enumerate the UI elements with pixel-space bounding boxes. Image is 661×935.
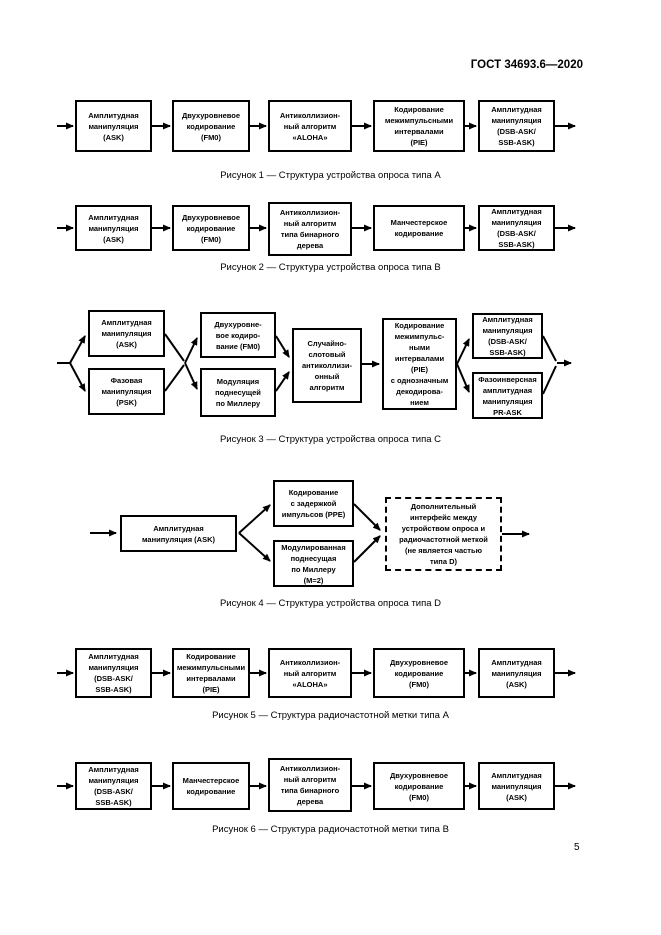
box-interface-dashed: Дополнительный интерфейс между устройств…: [385, 497, 502, 571]
gost-doc-number: ГОСТ 34693.6—2020: [470, 59, 583, 71]
box-fm0: Двухуровне- вое кодиро- вание (FM0): [200, 312, 276, 358]
figure-caption-2: Рисунок 2 — Структура устройства опроса …: [220, 262, 441, 273]
box-ask: Амплитудная манипуляция (ASK): [478, 762, 555, 810]
box-fm0: Двухуровневое кодирование (FM0): [373, 762, 465, 810]
box-dsb-ask: Амплитудная манипуляция (DSB-ASK/ SSB-AS…: [472, 313, 543, 359]
box-aloha: Антиколлизион- ный алгоритм «ALOHA»: [268, 100, 352, 152]
box-miller: Модуляция поднесущей по Миллеру: [200, 368, 276, 417]
box-aloha: Антиколлизион- ный алгоритм «ALOHA»: [268, 648, 352, 698]
box-ask: Амплитудная манипуляция (ASK): [88, 310, 165, 357]
box-pr-ask: Фазоинверсная амплитудная манипуляция PR…: [472, 372, 543, 419]
box-random-slot: Случайно- слотовый антиколлизи- онный ал…: [292, 328, 362, 403]
box-pie: Кодирование межимпульсными интервалами (…: [172, 648, 250, 698]
box-psk: Фазовая манипуляция (PSK): [88, 368, 165, 415]
box-fm0: Двухуровневое кодирование (FM0): [172, 205, 250, 251]
box-pie: Кодирование межимпульсными интервалами (…: [373, 100, 465, 152]
figure-caption-5: Рисунок 5 — Структура радиочастотной мет…: [212, 710, 449, 721]
box-fm0: Двухуровневое кодирование (FM0): [172, 100, 250, 152]
figure-caption-4: Рисунок 4 — Структура устройства опроса …: [219, 598, 442, 609]
box-dsb-ask: Амплитудная манипуляция (DSB-ASK/ SSB-AS…: [75, 762, 152, 810]
box-ask: Амплитудная манипуляция (ASK): [120, 515, 237, 552]
figure-caption-3: Рисунок 3 — Структура устройства опроса …: [219, 434, 442, 445]
box-dsb-ask: Амплитудная манипуляция (DSB-ASK/ SSB-AS…: [478, 100, 555, 152]
box-binary-tree: Антиколлизион- ный алгоритм типа бинарно…: [268, 202, 352, 256]
box-pie-decode: Кодирование межимпульс- ными интервалами…: [382, 318, 457, 410]
box-ppe: Кодирование с задержкой импульсов (PPE): [273, 480, 354, 527]
box-ask: Амплитудная манипуляция (ASK): [75, 100, 152, 152]
box-miller-m2: Модулированная поднесущая по Миллеру (М=…: [273, 540, 354, 587]
box-ask: Амплитудная манипуляция (ASK): [75, 205, 152, 251]
page-number: 5: [574, 842, 580, 853]
box-dsb-ask: Амплитудная манипуляция (DSB-ASK/ SSB-AS…: [478, 205, 555, 251]
box-ask: Амплитудная манипуляция (ASK): [478, 648, 555, 698]
box-manchester: Манчестерское кодирование: [373, 205, 465, 251]
box-binary-tree: Антиколлизион- ный алгоритм типа бинарно…: [268, 758, 352, 812]
box-manchester: Манчестерское кодирование: [172, 762, 250, 810]
box-fm0: Двухуровневое кодирование (FM0): [373, 648, 465, 698]
box-dsb-ask: Амплитудная манипуляция (DSB-ASK/ SSB-AS…: [75, 648, 152, 698]
figure-caption-1: Рисунок 1 — Структура устройства опроса …: [220, 170, 441, 181]
figure-caption-6: Рисунок 6 — Структура радиочастотной мет…: [212, 824, 449, 835]
